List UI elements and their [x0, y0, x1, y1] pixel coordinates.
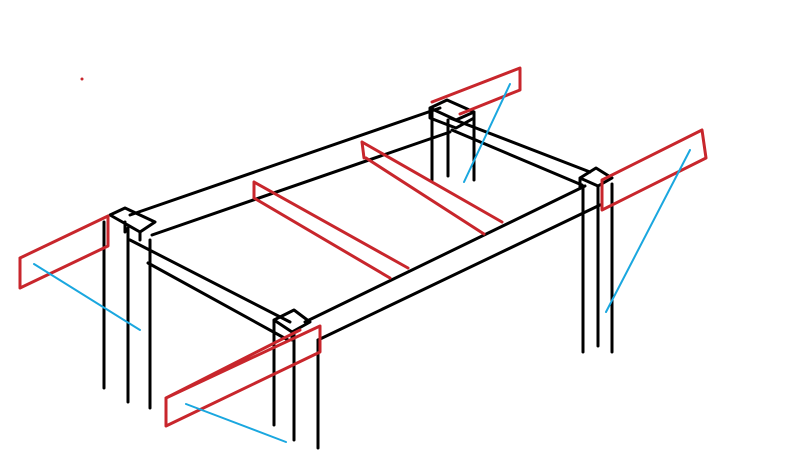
- crossbeam-1: [252, 180, 410, 280]
- plank-left: [18, 214, 110, 290]
- red-beams: [18, 66, 708, 428]
- rail-back-top: [128, 106, 442, 217]
- rail-front-bottom: [316, 203, 602, 342]
- plank-right: [600, 128, 708, 212]
- brace-front: [185, 403, 287, 443]
- brace-right: [605, 149, 691, 313]
- rail-left-bottom: [146, 261, 290, 342]
- rail-left-top: [128, 238, 292, 324]
- plank-back-right: [430, 66, 522, 116]
- plank-front: [164, 324, 322, 428]
- post-cap-back-left: [108, 206, 157, 242]
- rail-right-top: [448, 116, 592, 174]
- brace-left: [33, 263, 141, 331]
- post-cap-front-right: [578, 166, 614, 198]
- blue-braces: [33, 83, 691, 443]
- stray-dot: [80, 77, 84, 81]
- rail-front-top: [303, 184, 587, 324]
- crossbeam-2: [360, 140, 504, 236]
- post-cap-back-right: [428, 98, 476, 130]
- brace-back-right: [463, 83, 511, 183]
- rail-right-bottom: [450, 128, 584, 187]
- frame-structure: [102, 98, 614, 450]
- rail-back-bottom: [150, 130, 452, 237]
